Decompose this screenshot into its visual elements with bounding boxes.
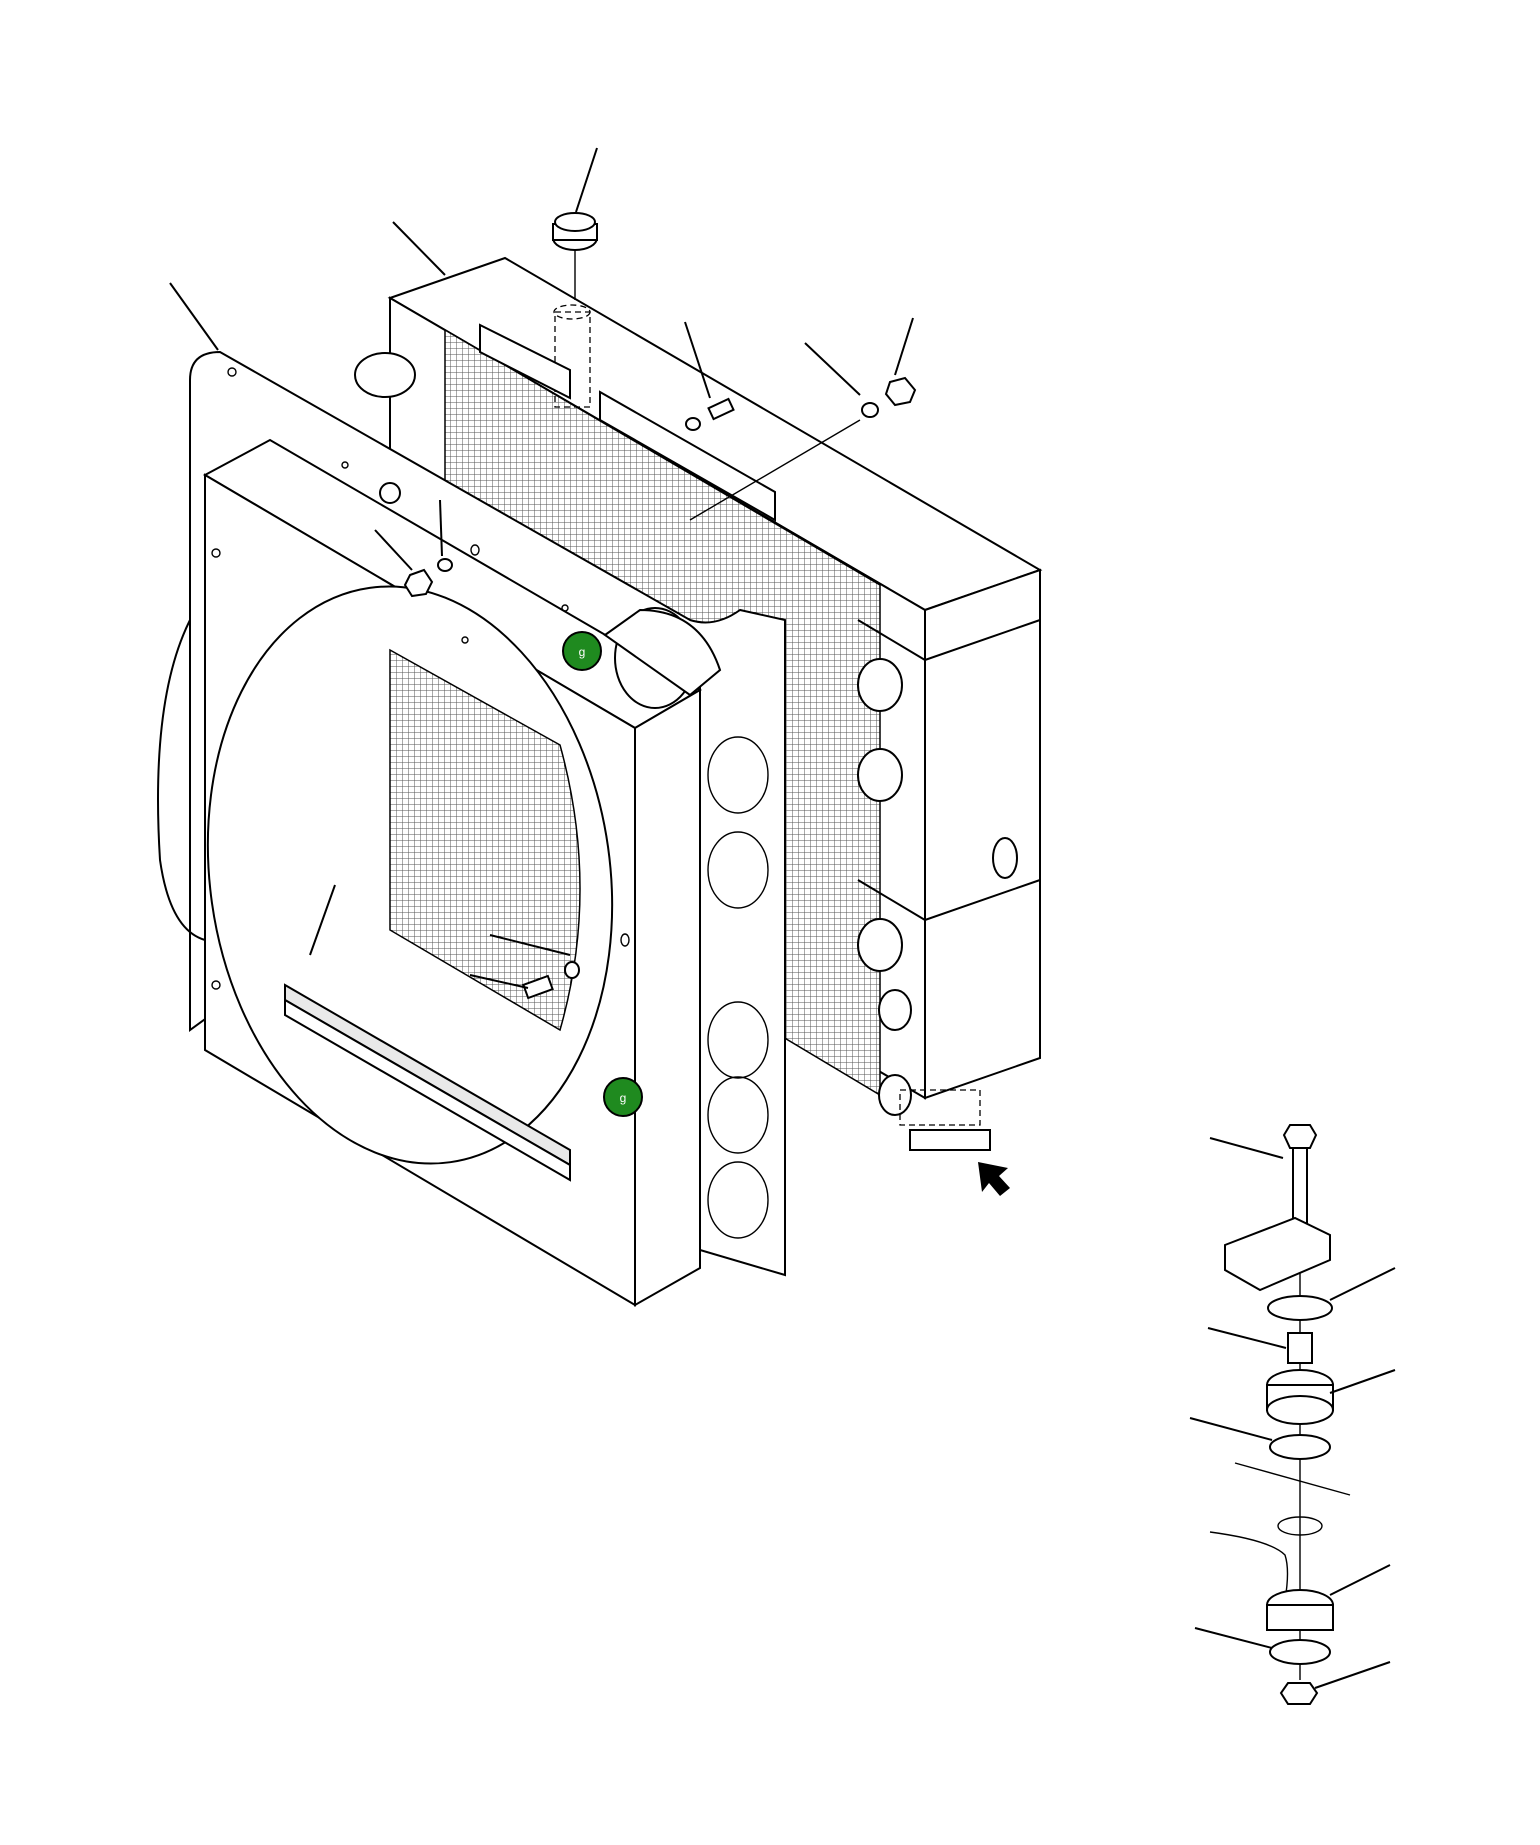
- arrow-up-left-icon: [978, 1162, 1010, 1196]
- radiator-cap: [552, 212, 598, 300]
- fan-shroud: [157, 367, 722, 1307]
- marker-g-bottom[interactable]: g: [603, 1077, 643, 1117]
- leader-lines: [169, 147, 1396, 1689]
- marker-label: g: [579, 645, 586, 659]
- nut-washer-shroud: [403, 544, 480, 598]
- marker-g-top[interactable]: g: [562, 631, 602, 671]
- tank-pipe: [857, 658, 1018, 1116]
- mounting-stack: [1209, 1124, 1351, 1705]
- bolt-washer-lower: [522, 933, 630, 1000]
- bolt-washer-top: [685, 376, 917, 521]
- marker-label: g: [620, 1091, 627, 1105]
